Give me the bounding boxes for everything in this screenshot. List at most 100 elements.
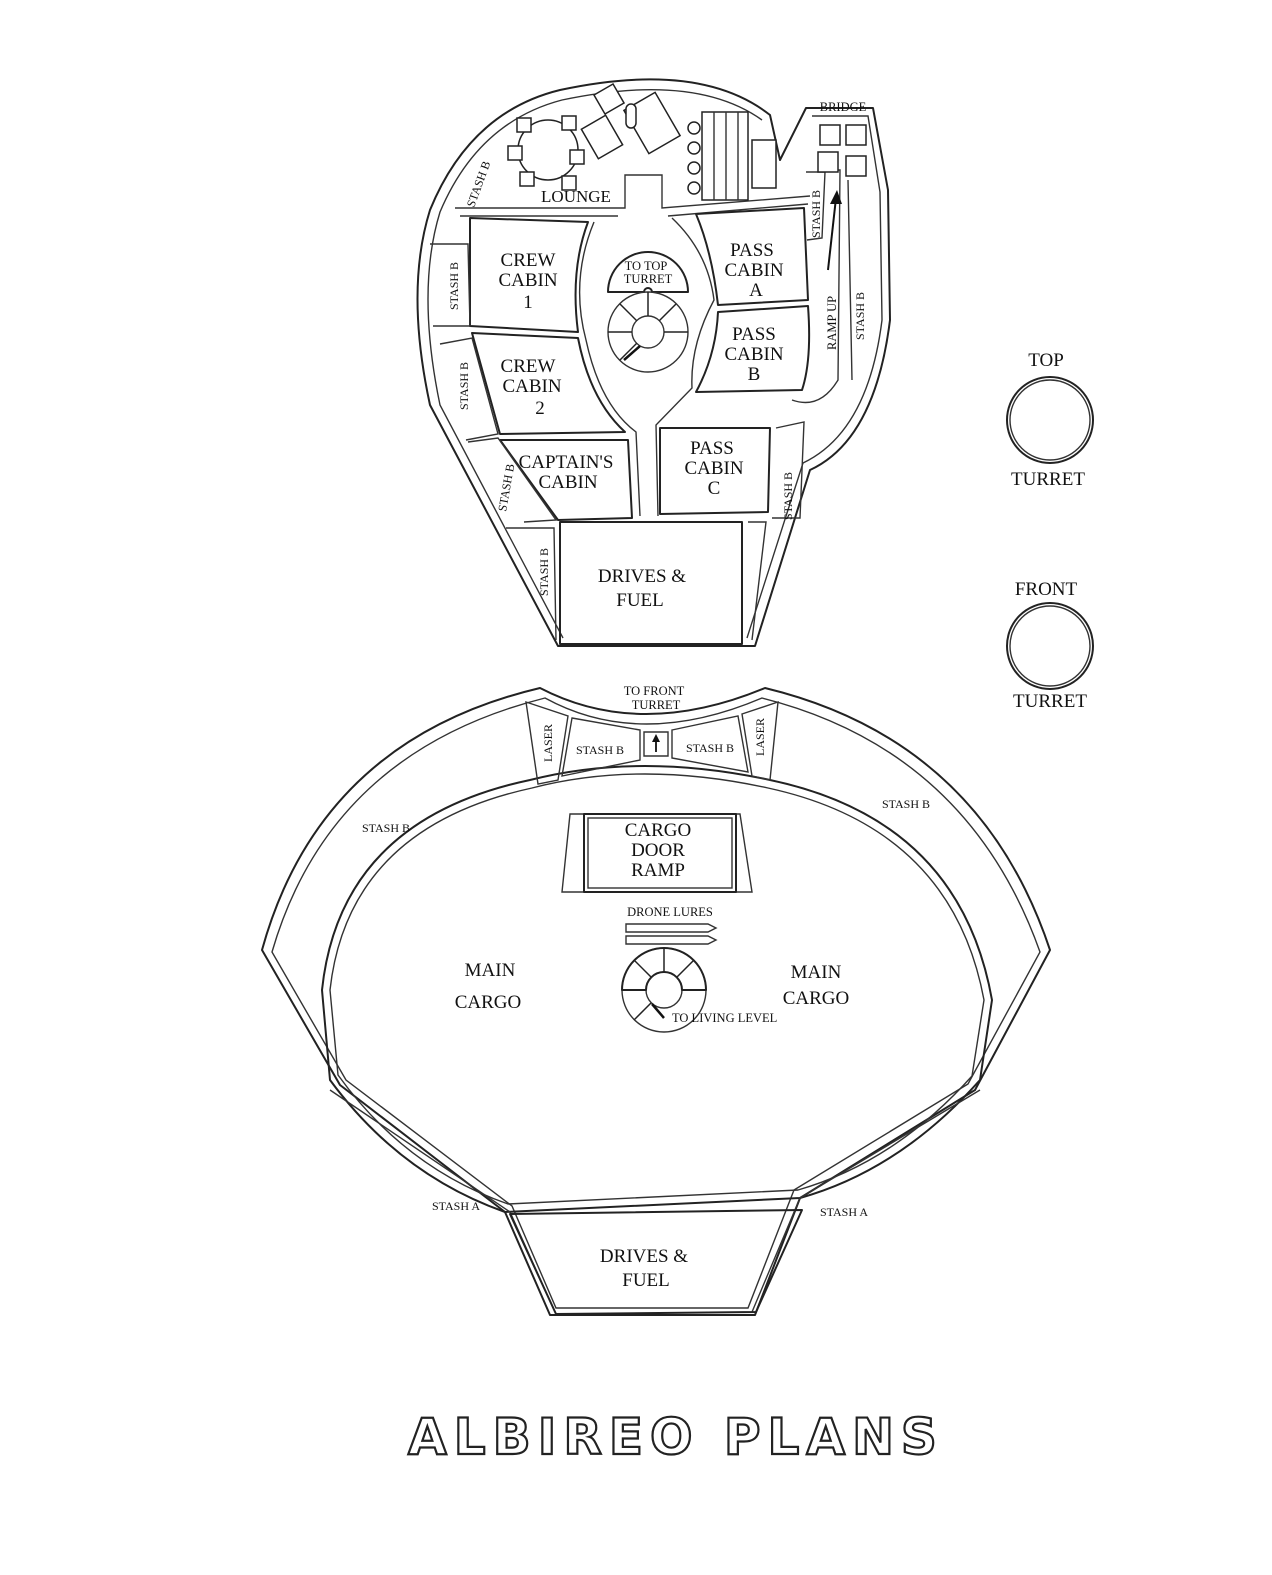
svg-text:CREW: CREW [501,356,556,377]
crew-cabin-1-label: CREW CABIN 1 [498,250,557,313]
upper-hull-inner [427,89,763,639]
svg-text:FUEL: FUEL [622,1270,670,1291]
svg-text:C: C [708,478,721,499]
stash-b-label-4: STASH B [495,463,517,513]
top-turret: TOP TURRET [1006,350,1094,490]
access-hatch [643,731,669,757]
stash-b-port-label: STASH B [362,821,410,835]
ramp-arrow-head [830,190,842,204]
lower-hull-outer [261,687,1051,1316]
stash-b-label-6: STASH B [809,190,823,238]
stash-b-left-4 [506,527,557,641]
stash-b-fwd-right-label: STASH B [686,741,734,755]
pass-cabin-a-label: PASS CABIN A [724,240,783,301]
laser-right-label: LASER [753,718,767,756]
svg-text:FUEL: FUEL [616,590,664,611]
upper-drives-fuel-label: DRIVES & FUEL [598,566,686,611]
stash-b-fwd-left [561,717,641,777]
crew-cabin-2-room [471,332,626,435]
plan-title: ALBIREO PLANS [408,1408,944,1466]
svg-text:PASS: PASS [732,324,776,345]
svg-text:TURRET: TURRET [624,272,673,286]
upper-hull-outer [416,78,891,647]
drone-lures-icon [625,923,718,945]
front-turret-circle [1006,602,1094,690]
stash-a-right-label: STASH A [820,1205,868,1219]
lower-hull-outer-2 [271,697,1041,1309]
pass-cabin-c-room [659,427,771,515]
laser-right-bay [741,700,779,781]
laser-left-bay [525,700,569,785]
pass-cabin-c-label: PASS CABIN C [684,438,743,499]
svg-text:TO TOP: TO TOP [625,259,668,273]
front-turret: FRONT TURRET [1006,579,1094,712]
bridge-seats [817,124,867,177]
lounge-wall-2 [460,203,809,217]
cargo-door-ramp-label: CARGO DOOR RAMP [625,820,692,881]
lounge-label: LOUNGE [541,187,611,206]
to-top-turret-label: TO TOP TURRET [624,259,673,286]
stash-b-label-1: STASH B [464,159,494,209]
svg-text:CARGO: CARGO [455,992,522,1013]
upper-drives-fuel-room [559,521,743,645]
svg-text:2: 2 [535,398,545,419]
bridge-label: BRIDGE [820,100,867,114]
svg-text:CABIN: CABIN [538,472,597,493]
svg-text:RAMP: RAMP [631,860,685,881]
svg-text:CARGO: CARGO [783,988,850,1009]
lounge-wall [455,174,811,209]
main-cargo-right-label: MAIN CARGO [783,962,850,1009]
crew-cabin-1-room [469,217,589,333]
lower-deck [261,687,1051,1316]
to-living-level-label: TO LIVING LEVEL [672,1011,777,1025]
stash-b-left-2 [439,337,499,441]
svg-text:CABIN: CABIN [724,260,783,281]
svg-text:DRIVES &: DRIVES & [598,566,686,587]
svg-text:TURRET: TURRET [632,698,681,712]
stash-b-fwd-left-label: STASH B [576,743,624,757]
main-cargo-left-label: MAIN CARGO [455,960,522,1013]
crew-cabin-2-label: CREW CABIN 2 [501,356,562,419]
svg-text:MAIN: MAIN [465,960,516,981]
svg-text:TO FRONT: TO FRONT [624,684,685,698]
spiral-stair-upper [607,251,689,373]
stash-b-starboard-label: STASH B [882,797,930,811]
stash-b-label-8: STASH B [781,472,795,520]
upper-deck [416,78,891,647]
svg-text:B: B [748,364,761,385]
stash-b-label-2: STASH B [447,262,461,310]
spiral-stair-lower [621,947,707,1033]
svg-text:DRIVES &: DRIVES & [600,1246,688,1267]
top-turret-label: TOP [1028,350,1064,371]
ramp-up-label: RAMP UP [825,296,839,350]
svg-text:CAPTAIN'S: CAPTAIN'S [519,452,614,473]
lounge-furniture [507,82,777,201]
svg-text:CABIN: CABIN [684,458,743,479]
ramp-arrow [827,197,837,271]
top-turret-sub: TURRET [1011,469,1085,490]
svg-text:CARGO: CARGO [625,820,692,841]
svg-text:CABIN: CABIN [502,376,561,397]
central-corridor [578,217,715,517]
stash-b-label-5: STASH B [537,548,551,596]
pass-cabin-a-room [695,207,809,306]
ramp-corridor [791,169,853,404]
svg-text:DOOR: DOOR [631,840,685,861]
upper-hull-inner-right [746,115,883,639]
svg-text:PASS: PASS [730,240,774,261]
stash-b-left-3 [467,437,558,523]
svg-text:A: A [749,280,763,301]
drone-lures-label: DRONE LURES [627,905,713,919]
svg-text:CABIN: CABIN [498,270,557,291]
svg-text:CABIN: CABIN [724,344,783,365]
pass-cabin-b-label: PASS CABIN B [724,324,783,385]
svg-text:MAIN: MAIN [791,962,842,983]
stash-b-label-7: STASH B [853,292,867,340]
cargo-door-ramp-block [561,813,753,893]
svg-text:CREW: CREW [501,250,556,271]
stash-a-right-bay [751,1089,981,1313]
svg-text:PASS: PASS [690,438,734,459]
lower-drives-fuel-label: DRIVES & FUEL [600,1246,688,1291]
front-turret-sub: TURRET [1013,691,1087,712]
